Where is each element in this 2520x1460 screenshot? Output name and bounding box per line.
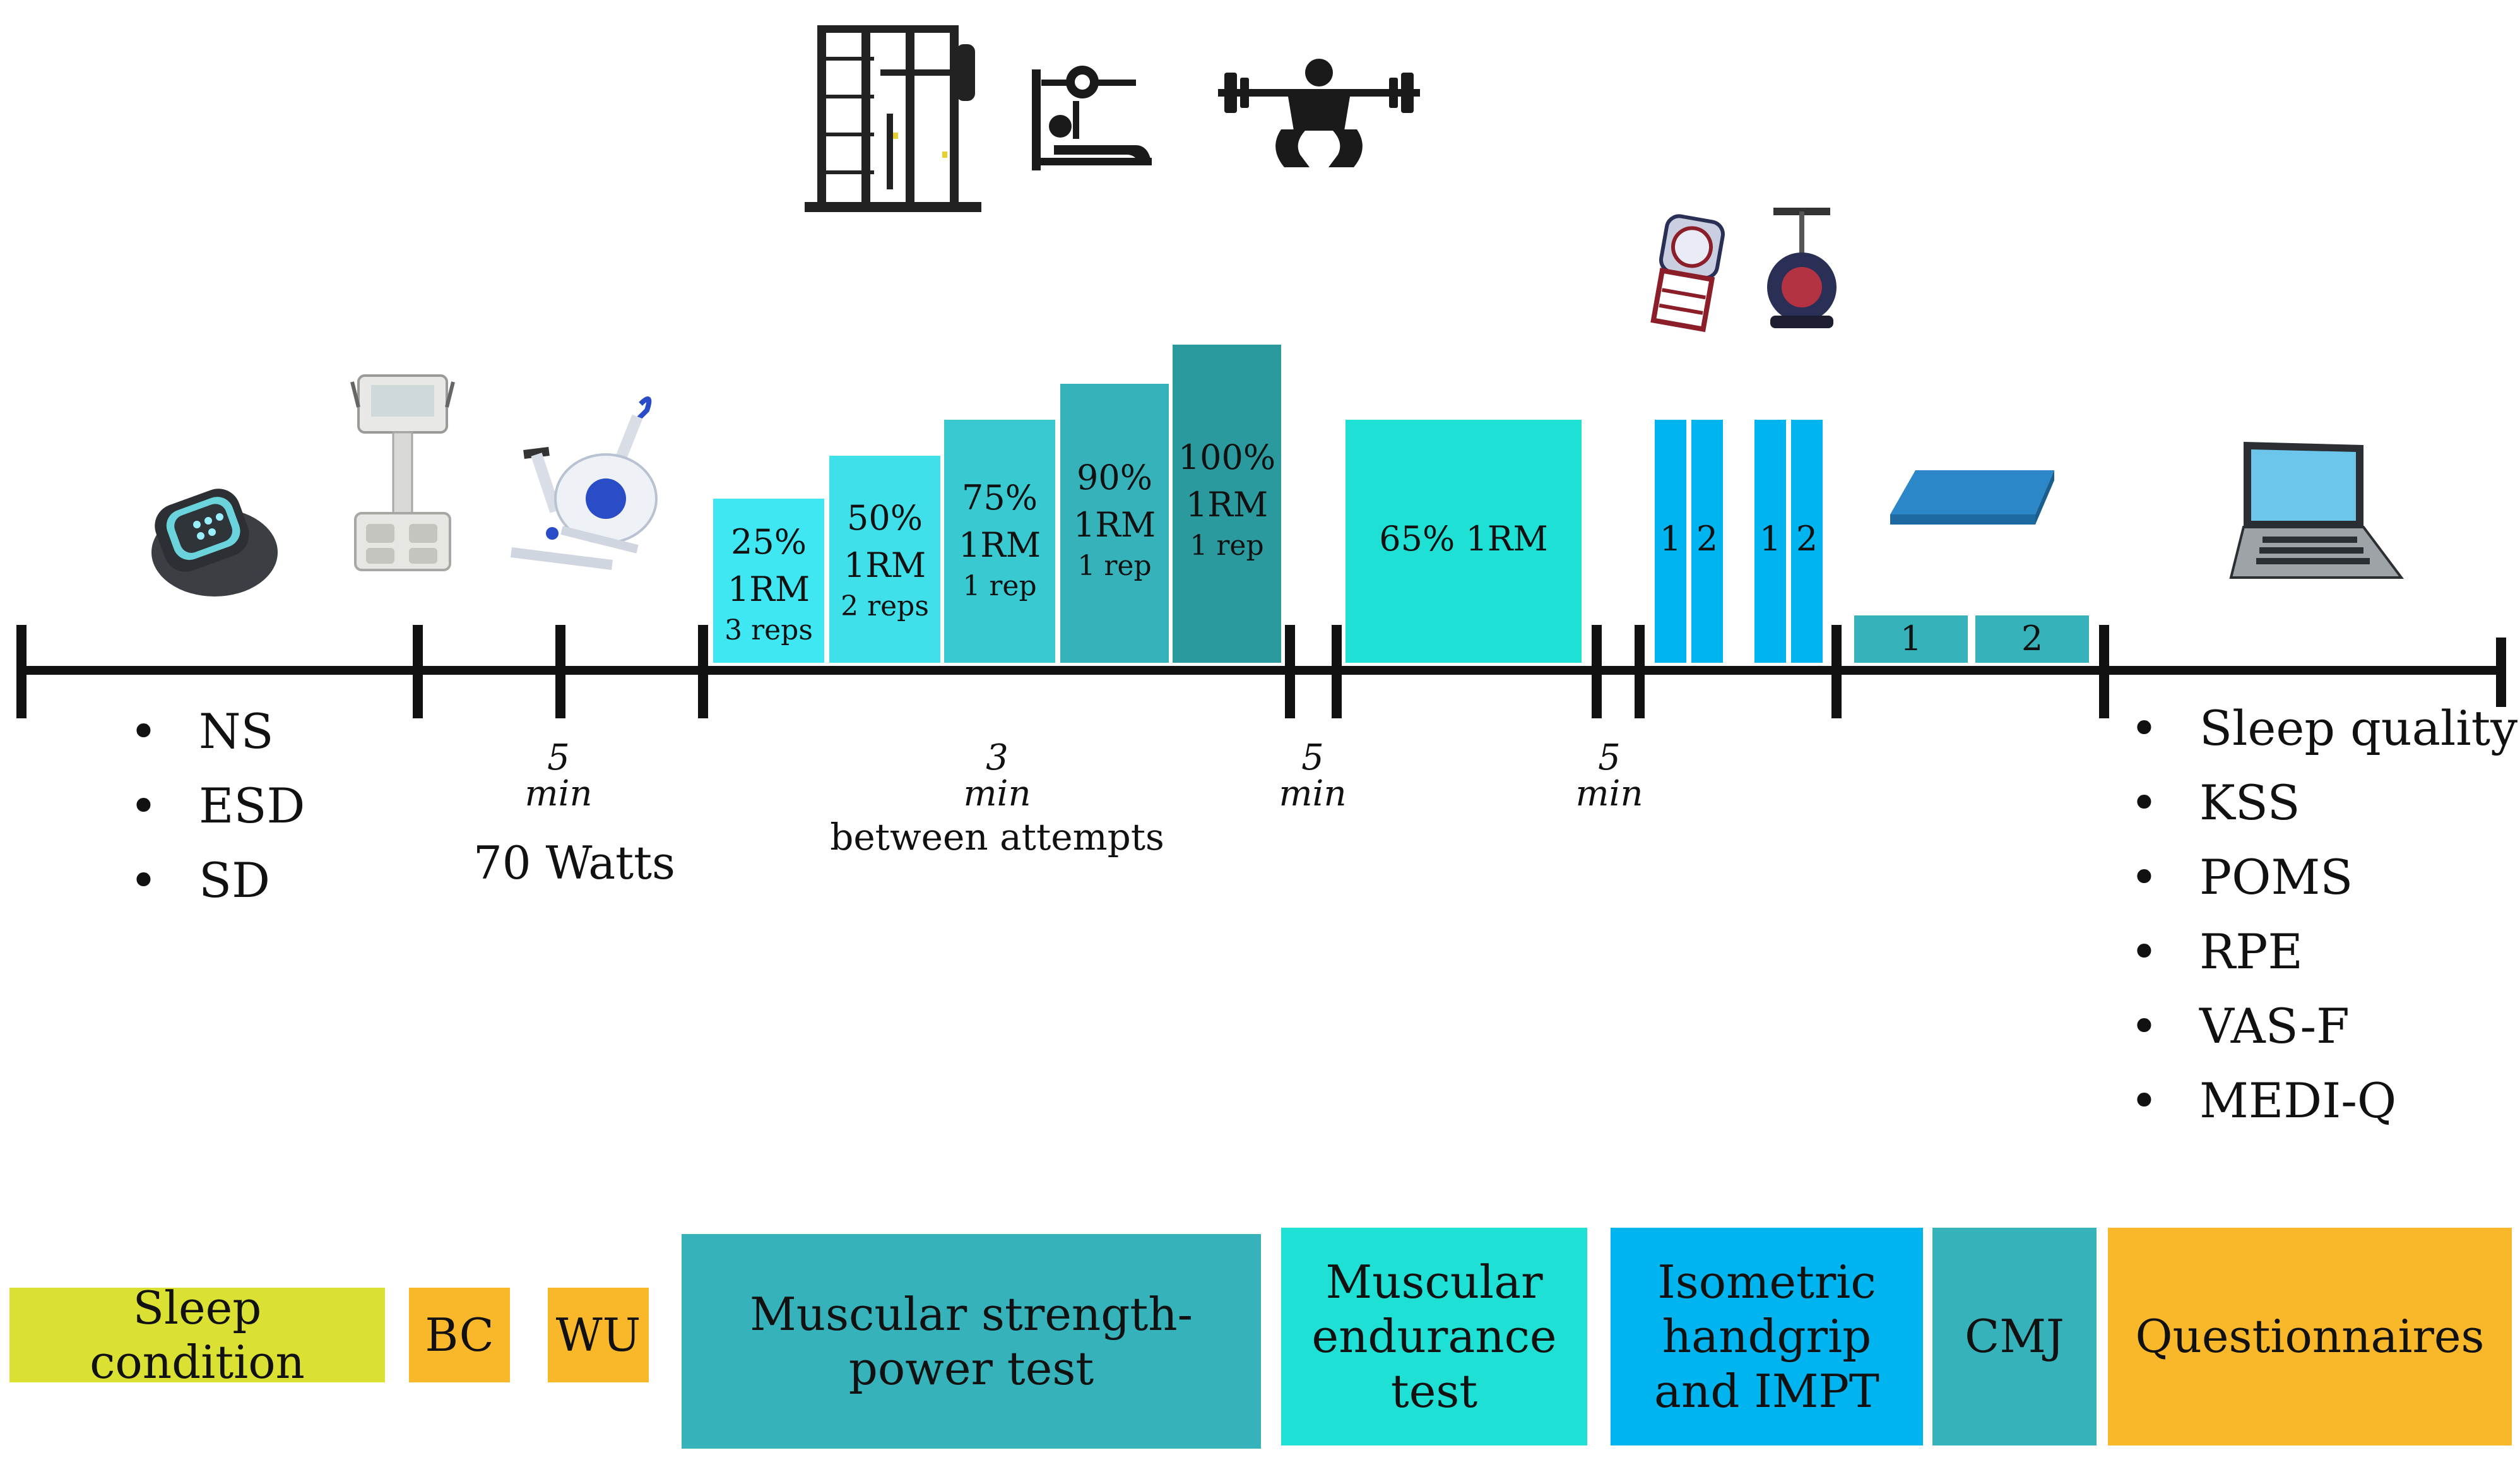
actigraphy-watch-icon [151,489,278,596]
handgrip-bar-label: 1 [1659,519,1682,559]
strength-rest-note: between attempts [830,816,1164,858]
handgrip-bar: 2 [1791,420,1823,663]
list-item: Sleep quality [2130,691,2517,766]
attempt-reps: 1 rep [1077,550,1152,582]
list-item: POMS [2130,840,2517,915]
list-item: RPE [2130,915,2517,989]
attempt-reps: 3 reps [725,614,813,646]
phase-wu: WU [548,1288,649,1382]
force-platform-icon [1890,470,2054,525]
phase-strength: Muscular strength-power test [682,1234,1261,1449]
questionnaire-list: Sleep quality KSS POMS RPE VAS-F MEDI-Q [2130,691,2517,1138]
handgrip-bar-label: 2 [1795,519,1818,559]
rest2-number: 5 [1598,737,1621,778]
bench-press-icon [1032,66,1152,170]
squat-icon [1218,59,1420,167]
handgrip-bar: 1 [1655,420,1686,663]
cmj-bar: 1 [1854,615,1968,663]
attempt-bar: 100% 1RM 1 rep [1173,345,1281,663]
warmup-duration-number: 5 [547,737,570,778]
strength-rest-number: 3 [986,737,1009,778]
timeline-tick [1635,625,1645,718]
rest1-unit: min [1279,773,1347,814]
attempt-bar: 25% 1RM 3 reps [713,499,824,663]
timeline-tick [555,625,565,718]
cmj-bar-label: 1 [1900,619,1922,658]
timeline-tick [1592,625,1602,718]
timeline-tick [2496,638,2506,707]
warmup-duration-unit: min [524,773,593,814]
list-item: KSS [2130,766,2517,840]
cmj-bar: 2 [1975,615,2089,663]
attempt-pct: 50% [846,498,923,538]
attempt-bar: 90% 1RM 1 rep [1060,384,1169,663]
cycle-ergometer-icon [511,396,658,570]
endurance-bar: 65% 1RM [1346,420,1582,663]
timeline-tick [698,625,708,718]
attempt-unit: 1RM [1185,485,1269,525]
handgrip-bar: 2 [1691,420,1723,663]
attempt-pct: 75% [961,478,1038,518]
endurance-label: 65% 1RM [1379,519,1548,559]
attempt-unit: 1RM [1073,505,1156,545]
list-item: VAS-F [2130,989,2517,1064]
list-item: SD [129,843,305,918]
attempt-pct: 100% [1178,437,1276,477]
attempt-pct: 90% [1076,458,1153,497]
attempt-bar: 50% 1RM 2 reps [829,456,940,663]
laptop-icon [2229,442,2404,579]
phase-endurance: Muscular endurance test [1281,1228,1587,1445]
attempt-unit: 1RM [958,525,1041,565]
timeline-tick [16,625,27,718]
list-item: ESD [129,769,305,843]
rest2-unit: min [1575,773,1643,814]
list-item: NS [129,694,305,769]
attempt-pct: 25% [730,522,807,562]
phase-questionnaires: Questionnaires [2108,1228,2512,1445]
phase-isometric: Isometric handgrip and IMPT [1611,1228,1923,1445]
attempt-unit: 1RM [727,569,810,609]
attempt-unit: 1RM [843,545,926,585]
timeline-tick [1831,625,1842,718]
phase-cmj: CMJ [1932,1228,2097,1445]
warmup-load: 70 Watts [473,836,675,889]
cmj-bar-label: 2 [2021,619,2044,658]
timeline-tick [1332,625,1342,718]
attempt-reps: 1 rep [1190,530,1264,562]
body-composition-analyzer-icon [350,374,455,571]
timeline-axis [19,666,2505,675]
phase-sleep-condition: Sleep condition [9,1281,385,1389]
timeline-tick [2099,625,2109,718]
attempt-reps: 1 rep [962,570,1037,602]
handgrip-bar-label: 2 [1696,519,1718,559]
smith-machine-icon [805,25,981,212]
handgrip-bar-label: 1 [1759,519,1782,559]
attempt-reps: 2 reps [841,590,929,622]
handgrip-dynamometer-icon [1650,208,1837,333]
timeline-tick [413,625,423,718]
list-item: MEDI-Q [2130,1064,2517,1138]
timeline-tick [1285,625,1295,718]
attempt-bar: 75% 1RM 1 rep [944,420,1055,663]
phase-bc: BC [409,1288,510,1382]
rest1-number: 5 [1301,737,1324,778]
strength-rest-unit: min [963,773,1031,814]
handgrip-bar: 1 [1754,420,1786,663]
sleep-condition-list: NS ESD SD [129,694,305,918]
